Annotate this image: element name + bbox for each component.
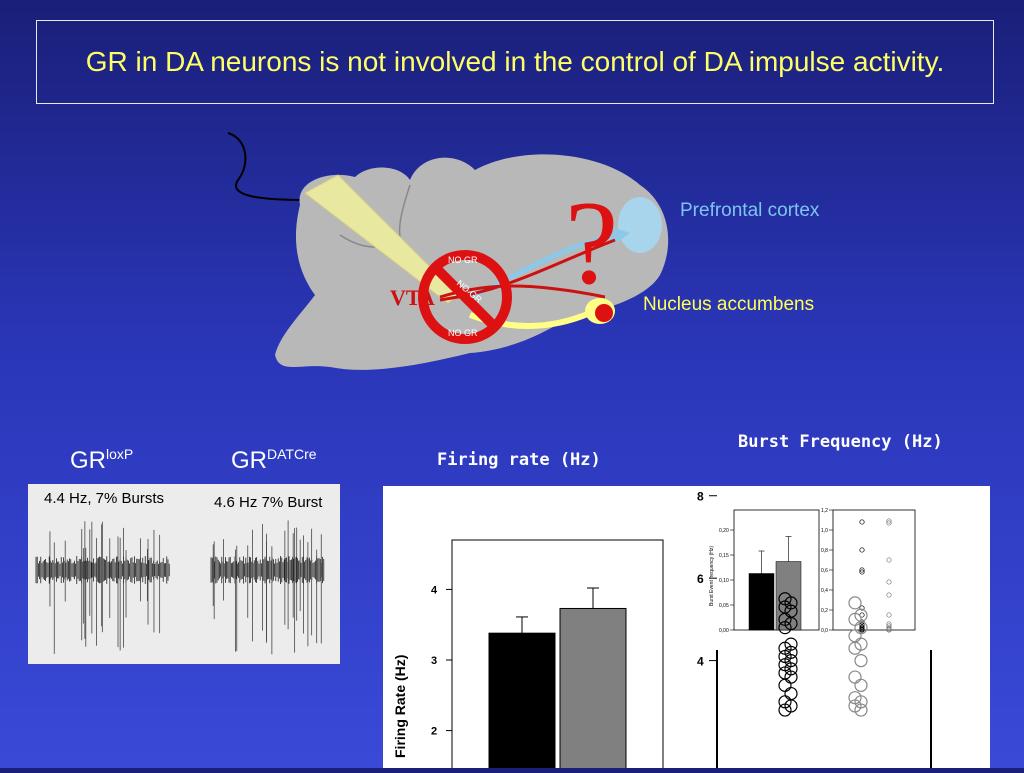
big-ytick-label: 8 [697,490,704,504]
firing-ytick-label: 3 [431,655,437,667]
scatter-ytick-label: 0,0 [821,628,828,634]
scatter-ytick-label: 0,2 [821,608,828,614]
scatter-ytick-label: 0,8 [821,548,828,554]
grdatcre-head-text: GR [231,447,267,474]
big-ytick-label: 6 [697,572,704,586]
grloxp-head-text: GR [70,447,106,474]
burst-scatter-frame [832,509,916,631]
scatter-ytick-label: 1,0 [821,528,828,534]
accumbens-label: Nucleus accumbens [643,294,815,315]
scatter-ytick-label: 0,4 [821,588,828,594]
firing-bars [488,587,627,773]
burst-ylabel: Burst Event frequency (Hz) [709,546,715,606]
brain-diagram: ? VTA NO GR NO GR NO GR [227,132,669,370]
pfc-region [618,197,662,253]
burst-ytick-label: 0,00 [719,628,729,634]
scatter-point [859,547,865,553]
scatter-point [859,605,865,611]
grdatcre-heading: GRDATCre [231,446,317,475]
scatter-point [859,622,865,628]
big-scatter-point [848,670,862,684]
scatter-ytick-label: 1,2 [821,508,828,514]
nac-dot [595,304,613,322]
big-scatter-point [848,629,862,643]
no-gr-top: NO GR [448,255,478,265]
title-box: GR in DA neurons is not involved in the … [36,20,994,104]
big-scatter-point [778,703,792,717]
burst-bar [748,573,775,631]
big-ytick-label: 4 [697,655,704,669]
firing-ylabel: Firing Rate (Hz) [392,655,408,758]
scatter-point [886,627,892,633]
grloxp-sup: loxP [106,446,134,462]
big-scatter-point [778,678,792,692]
scatter-point [886,557,892,563]
firing-bar [559,607,627,773]
burst-axis: 0,00 0,05 0,10 0,15 0,20 [719,528,734,634]
grdatcre-caption: 4.6 Hz 7% Burst [214,494,323,511]
big-scatter-point [784,686,798,701]
scatter-point [859,627,865,633]
firing-rate-title: Firing rate (Hz) [437,450,601,470]
scatter-point [886,621,892,627]
firing-axis: 2 3 4 [431,584,452,738]
scatter-point [886,623,892,629]
scatter-point [859,567,865,573]
burst-bars [748,536,802,631]
scatter-ytick-label: 0,6 [821,568,828,574]
firing-ytick-label: 2 [431,726,437,738]
scatter-point [886,579,892,585]
big-scatter-point [848,641,862,655]
arrow-to-pfc-head [612,227,630,243]
trace-svg [35,520,325,655]
electrode-wire [227,132,306,201]
slide-title: GR in DA neurons is not involved in the … [85,46,945,77]
prefrontal-label: Prefrontal cortex [680,200,820,221]
chart-svg: 2 3 4 Firing Rate (Hz) 0,00 0,05 0,10 0,15 0,2… [392,490,932,773]
firing-bar [488,632,556,773]
firing-chart-frame [451,539,664,773]
question-mark: ? [565,176,618,309]
scatter-point [859,519,865,525]
grloxp-caption: 4.4 Hz, 7% Bursts [44,490,165,507]
big-scatter-point [854,703,868,717]
big-scatter-point [848,596,862,610]
burst-ytick-label: 0,05 [719,603,729,609]
no-gr-bottom: NO GR [448,328,478,338]
grloxp-heading: GRloxP [70,446,133,475]
scatter-point [886,592,892,598]
big-scatter-points [778,592,868,717]
scatter-points [859,518,892,633]
big-scatter-point [854,678,868,692]
burst-ytick-label: 0,10 [719,578,729,584]
big-scatter-point [854,653,868,668]
scatter-point [859,569,865,575]
chart-panel: 2 3 4 Firing Rate (Hz) 0,00 0,05 0,10 0,15 0,2… [383,486,990,773]
scatter-point [886,520,892,526]
firing-ytick-label: 4 [431,584,438,596]
burst-frequency-title: Burst Frequency (Hz) [738,432,943,452]
grloxp-trace [35,521,170,654]
big-scatter-axis: 4 6 8 [697,490,717,669]
scatter-point [886,518,892,524]
big-scatter-point [778,621,792,635]
burst-ytick-label: 0,20 [719,528,729,534]
grdatcre-sup: DATCre [267,446,317,462]
brain-silhouette [275,154,669,370]
scatter-axis: 0,0 0,2 0,4 0,6 0,8 1,0 1,2 [821,508,833,634]
recording-traces-panel: 4.4 Hz, 7% Bursts 4.6 Hz 7% Burst [28,484,340,664]
grdatcre-trace [210,520,325,655]
burst-ytick-label: 0,15 [719,553,729,559]
scatter-point [886,612,892,618]
